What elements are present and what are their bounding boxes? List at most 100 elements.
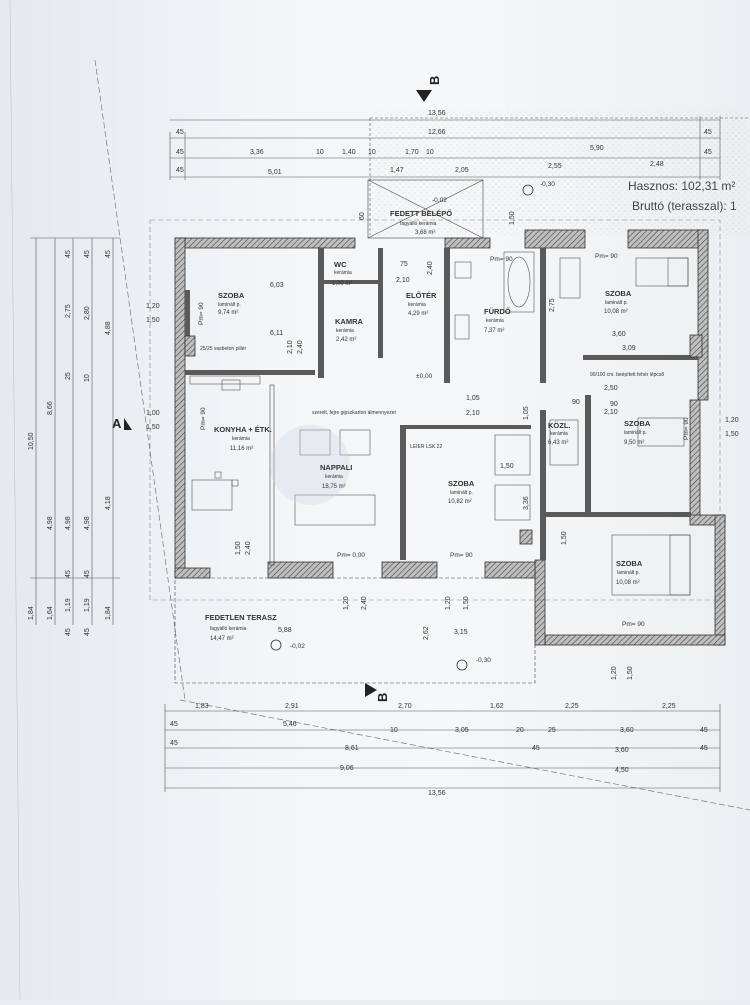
bot-dim-r2-7: 45 — [700, 727, 708, 734]
section-mark-top: B — [416, 76, 442, 102]
top-dim-r3-8: 45 — [704, 149, 712, 156]
room-finish: kerámia — [486, 318, 504, 324]
left-dim-c1-0: 10,50 — [28, 432, 35, 450]
int-dim-22: 2,40 — [245, 541, 252, 555]
bot-dim-r2-2: 10 — [390, 727, 398, 734]
room-name: FEDETLEN TERASZ — [205, 613, 277, 622]
left-dim-c2-1: 4,98 — [47, 516, 54, 530]
int-dim-10: 2,10 — [396, 277, 410, 284]
bot-dim-r1-3: 1,62 — [490, 703, 504, 710]
level-pm90-a: Pm= 90 — [198, 302, 205, 325]
left-dim-c4-6: 45 — [84, 628, 91, 636]
left-dim-c3-0: 45 — [65, 250, 72, 258]
terrace-outline — [174, 577, 536, 684]
int-dim-3: 6,11 — [270, 330, 283, 337]
int-dim-30: 1,05 — [466, 395, 480, 402]
room-name: WC — [334, 260, 347, 269]
left-dim-c3-3: 4,98 — [65, 516, 72, 530]
bot-dim-r4-0: 9,06 — [340, 765, 354, 772]
room-name: SZOBA — [605, 289, 632, 298]
note-beam: szerelt, fejre gipszkarton álmennyezet — [312, 410, 397, 416]
section-label-left: A — [112, 416, 122, 431]
paper-edge-line — [9, 0, 21, 1001]
level-pm90-d: Pm= 90 — [200, 407, 207, 430]
left-dim-c3-1: 2,75 — [65, 304, 72, 318]
room-finish: kerámia — [336, 328, 354, 334]
section-label-bottom: B — [375, 693, 390, 702]
room-szoba-2: SZOBA laminált p. 10,08 m² — [604, 289, 632, 315]
room-finish: kerámia — [550, 431, 568, 437]
room-finish: laminált p. — [617, 570, 640, 576]
int-dim-24: 1,20 — [343, 596, 350, 610]
level-pm90-e: Pm= 90 — [683, 417, 690, 440]
int-dim-25: 1,50 — [463, 596, 470, 610]
int-dim-33: 1,50 — [500, 463, 514, 470]
top-dim-45-b: 45 — [704, 129, 712, 136]
int-dim-38: 1,50 — [627, 666, 634, 680]
room-kozl: KÖZL. kerámia 6,43 m² — [548, 421, 571, 446]
room-area: 10,08 m² — [616, 580, 640, 586]
left-dim-c5-2: 4,18 — [105, 496, 112, 510]
left-dim-c4-4: 45 — [84, 570, 91, 578]
left-dimension-lines: 10,50 1,84 8,66 4,98 1,64 45 2,75 25 4,9… — [28, 237, 120, 636]
top-dim-r4-4: 2,48 — [650, 161, 664, 168]
bot-dim-r3-3: 3,60 — [615, 747, 629, 754]
bot-dim-r3-4: 45 — [700, 745, 708, 752]
top-dim-r4-0: 45 — [176, 167, 184, 174]
int-dim-4: 2,10 — [287, 340, 294, 354]
left-dim-c5-3: 1,84 — [105, 606, 112, 620]
room-finish: fagyálló kerámia — [210, 626, 247, 632]
room-wc: WC kerámia 1,00 m² — [332, 260, 352, 287]
left-dim-c4-1: 2,80 — [84, 306, 91, 320]
top-dim-r3-5: 1,70 — [405, 149, 419, 156]
room-area: 4,29 m² — [408, 311, 428, 317]
top-dim-45-a: 45 — [176, 129, 184, 136]
room-name: SZOBA — [624, 419, 651, 428]
top-dim-r3-2: 10 — [316, 149, 324, 156]
int-dim-11: 2,40 — [427, 261, 434, 275]
room-name: NAPPALI — [320, 463, 352, 472]
room-area: 9,74 m² — [218, 310, 238, 316]
bot-dim-r2-4: 20 — [516, 727, 524, 734]
room-area: 7,37 m² — [484, 328, 504, 334]
room-name: FEDETT BELÉPŐ — [390, 209, 452, 218]
bot-dim-r1-5: 2,25 — [662, 703, 676, 710]
net-area-label: Hasznos: 102,31 m² — [628, 179, 735, 193]
level-terrace: -0,02 — [290, 643, 305, 650]
paved-area-top — [370, 110, 750, 235]
room-szoba-1: SZOBA laminált p. 9,74 m² — [218, 291, 245, 316]
int-dim-37: 1,20 — [611, 666, 618, 680]
int-dim-0: 6,03 — [270, 282, 284, 289]
top-dim-r3-7: 5,90 — [590, 145, 604, 152]
room-nappali: NAPPALI kerámia 18,75 m² — [320, 463, 352, 490]
left-dim-c4-2: 10 — [84, 374, 91, 382]
room-eloter: ELŐTÉR kerámia 4,29 m² — [406, 291, 437, 317]
gross-area-label: Bruttó (terasszal): 1 — [632, 199, 737, 213]
top-dim-r3-4: 10 — [368, 149, 376, 156]
room-area: 10,82 m² — [448, 499, 472, 505]
bot-dim-r2-5: 25 — [548, 727, 556, 734]
int-dim-29: 3,15 — [454, 629, 468, 636]
top-dim-r4-1: 1,47 — [390, 167, 404, 174]
room-area: 9,50 m² — [624, 440, 644, 446]
site-boundary-left — [94, 59, 186, 701]
room-area: 2,42 m² — [336, 337, 356, 343]
bot-dim-r2-1: 5,46 — [283, 721, 297, 728]
room-area: 11,16 m² — [230, 446, 253, 452]
room-area: 3,68 m² — [415, 230, 435, 236]
top-dim-total: 13,56 — [428, 110, 446, 117]
top-dim-r4-3: 2,55 — [548, 163, 562, 170]
int-dim-31: 2,10 — [466, 410, 480, 417]
room-furdo: FÜRDŐ kerámia 7,37 m² — [484, 307, 511, 334]
int-dim-19: 90 — [572, 399, 580, 406]
left-dim-c4-5: 1,19 — [84, 598, 91, 612]
top-dim-r4-2: 2,05 — [455, 167, 469, 174]
bot-dim-r3-0: 45 — [170, 740, 178, 747]
int-dim-36: 5,88 — [278, 627, 292, 634]
left-dim-c5-1: 4,88 — [105, 321, 112, 335]
room-area: 14,47 m² — [210, 636, 234, 642]
bot-dim-r3-1: 8,61 — [345, 745, 359, 752]
room-name: KAMRA — [335, 317, 363, 326]
left-dim-c2-0: 8,66 — [47, 401, 54, 415]
